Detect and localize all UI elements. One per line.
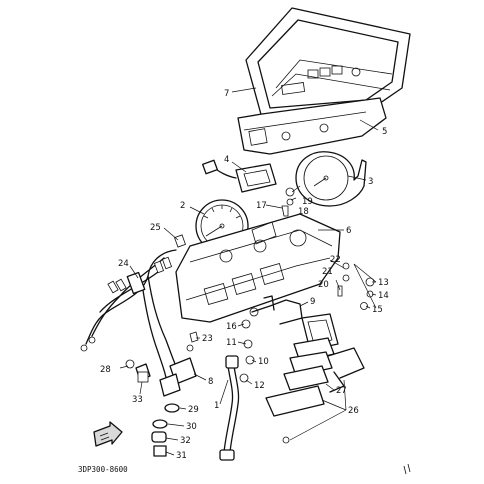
callout-7: 7 [224,89,229,99]
meter-case-5 [237,97,387,155]
hardware-parts [125,187,375,457]
callout-15: 15 [372,305,383,315]
leader-lines [119,87,379,456]
callout-8: 8 [208,377,213,387]
callout-10: 10 [258,357,269,367]
bracket-9 [249,295,303,325]
callout-14: 14 [378,291,389,301]
callout-13: 13 [378,278,389,288]
callout-9: 9 [310,297,315,307]
tick-mark [403,463,411,475]
callout-4: 4 [224,155,229,165]
callout-30: 30 [186,422,197,432]
callout-22: 22 [330,255,341,265]
callout-28: 28 [100,365,111,375]
callout-17: 17 [256,201,267,211]
callout-6: 6 [346,226,351,236]
indicator-unit-4 [202,159,277,193]
callout-26: 26 [348,406,359,416]
callout-25: 25 [150,223,161,233]
callout-33: 33 [132,395,143,405]
callout-19: 19 [302,197,313,207]
callout-11: 11 [226,338,237,348]
callout-21: 21 [322,267,333,277]
bottom-cover-26 [265,313,365,417]
callout-24: 24 [118,259,129,269]
callout-labels: 7 5 4 3 2 17 18 19 6 25 24 22 21 20 13 1… [100,89,389,461]
callout-31: 31 [176,451,187,461]
meter-cover-7 [245,7,411,119]
callout-20: 20 [318,280,329,290]
callout-29: 29 [188,405,199,415]
meter-cable-1 [219,355,240,461]
callout-23: 23 [202,334,213,344]
callout-2: 2 [180,201,185,211]
meter-housing-6 [175,213,341,323]
callout-32: 32 [180,436,191,446]
callout-3: 3 [368,177,373,187]
callout-16: 16 [226,322,237,332]
callout-12: 12 [254,381,265,391]
front-arrow-icon [93,421,123,447]
drawing-code: 3DP300-8600 [78,465,128,474]
gauge-3 [295,151,367,207]
callout-18: 18 [298,207,309,217]
callout-27: 27 [336,386,347,396]
callout-5: 5 [382,127,387,137]
callout-1: 1 [214,401,219,411]
